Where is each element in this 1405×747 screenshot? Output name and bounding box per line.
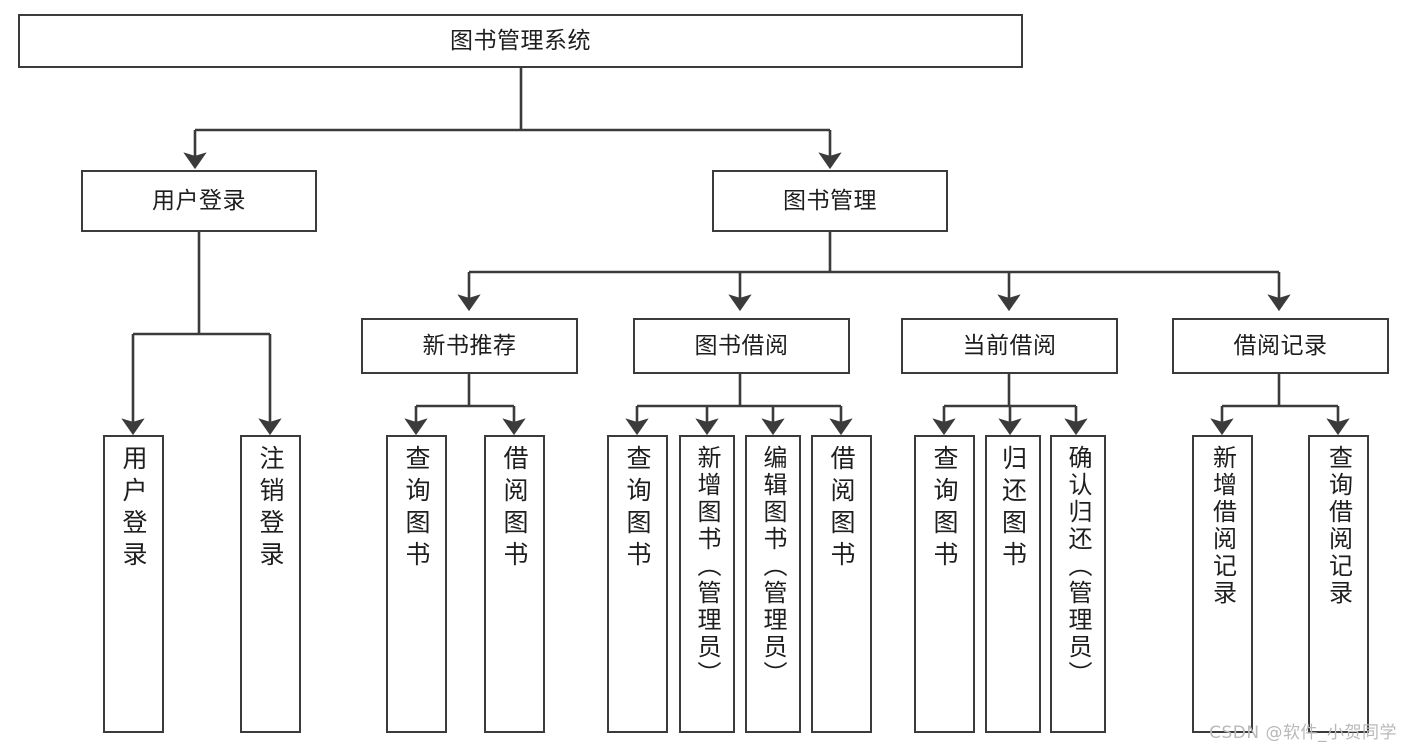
leaf-confirm-return-admin[interactable]: 确认归还（管理员） <box>1050 435 1106 733</box>
node-label: 新增借阅记录 <box>1208 445 1237 607</box>
node-label: 查询借阅记录 <box>1324 445 1353 607</box>
leaf-query-book-recommendation[interactable]: 查询图书 <box>386 435 447 733</box>
leaf-add-book-admin[interactable]: 新增图书（管理员） <box>679 435 735 733</box>
node-label: 借阅图书 <box>827 445 856 573</box>
leaf-edit-book-admin[interactable]: 编辑图书（管理员） <box>745 435 801 733</box>
leaf-query-borrowing-record[interactable]: 查询借阅记录 <box>1308 435 1369 733</box>
node-label: 当前借阅 <box>962 332 1057 359</box>
node-user-login[interactable]: 用户登录 <box>81 170 317 232</box>
node-label: 查询图书 <box>930 445 959 573</box>
node-label: 用户登录 <box>119 445 148 573</box>
node-label: 图书借阅 <box>694 332 789 359</box>
node-current-borrowing[interactable]: 当前借阅 <box>901 318 1118 374</box>
leaf-borrow-book-borrowing[interactable]: 借阅图书 <box>811 435 872 733</box>
node-label: 注销登录 <box>256 445 285 573</box>
node-label: 图书管理系统 <box>450 27 591 54</box>
node-new-book-recommendation[interactable]: 新书推荐 <box>361 318 578 374</box>
node-label: 确认归还（管理员） <box>1064 445 1092 688</box>
node-book-borrowing[interactable]: 图书借阅 <box>633 318 850 374</box>
node-label: 用户登录 <box>152 187 246 214</box>
node-label: 新书推荐 <box>422 332 517 359</box>
node-label: 借阅记录 <box>1233 332 1328 359</box>
node-label: 新增图书（管理员） <box>693 445 721 688</box>
leaf-user-login[interactable]: 用户登录 <box>103 435 164 733</box>
leaf-query-book-current[interactable]: 查询图书 <box>914 435 975 733</box>
leaf-add-borrowing-record[interactable]: 新增借阅记录 <box>1192 435 1253 733</box>
node-label: 编辑图书（管理员） <box>759 445 787 688</box>
node-label: 查询图书 <box>402 445 431 573</box>
node-label: 查询图书 <box>623 445 652 573</box>
leaf-logout[interactable]: 注销登录 <box>240 435 301 733</box>
node-borrowing-record[interactable]: 借阅记录 <box>1172 318 1389 374</box>
leaf-borrow-book-recommendation[interactable]: 借阅图书 <box>484 435 545 733</box>
csdn-watermark: CSDN @软件_小贺同学 <box>1209 723 1397 743</box>
node-book-management-system[interactable]: 图书管理系统 <box>18 14 1023 68</box>
leaf-query-book-borrowing[interactable]: 查询图书 <box>607 435 668 733</box>
node-label: 图书管理 <box>783 187 877 214</box>
node-book-management[interactable]: 图书管理 <box>712 170 948 232</box>
node-label: 归还图书 <box>998 445 1028 573</box>
node-label: 借阅图书 <box>500 445 529 573</box>
leaf-return-book[interactable]: 归还图书 <box>985 435 1041 733</box>
